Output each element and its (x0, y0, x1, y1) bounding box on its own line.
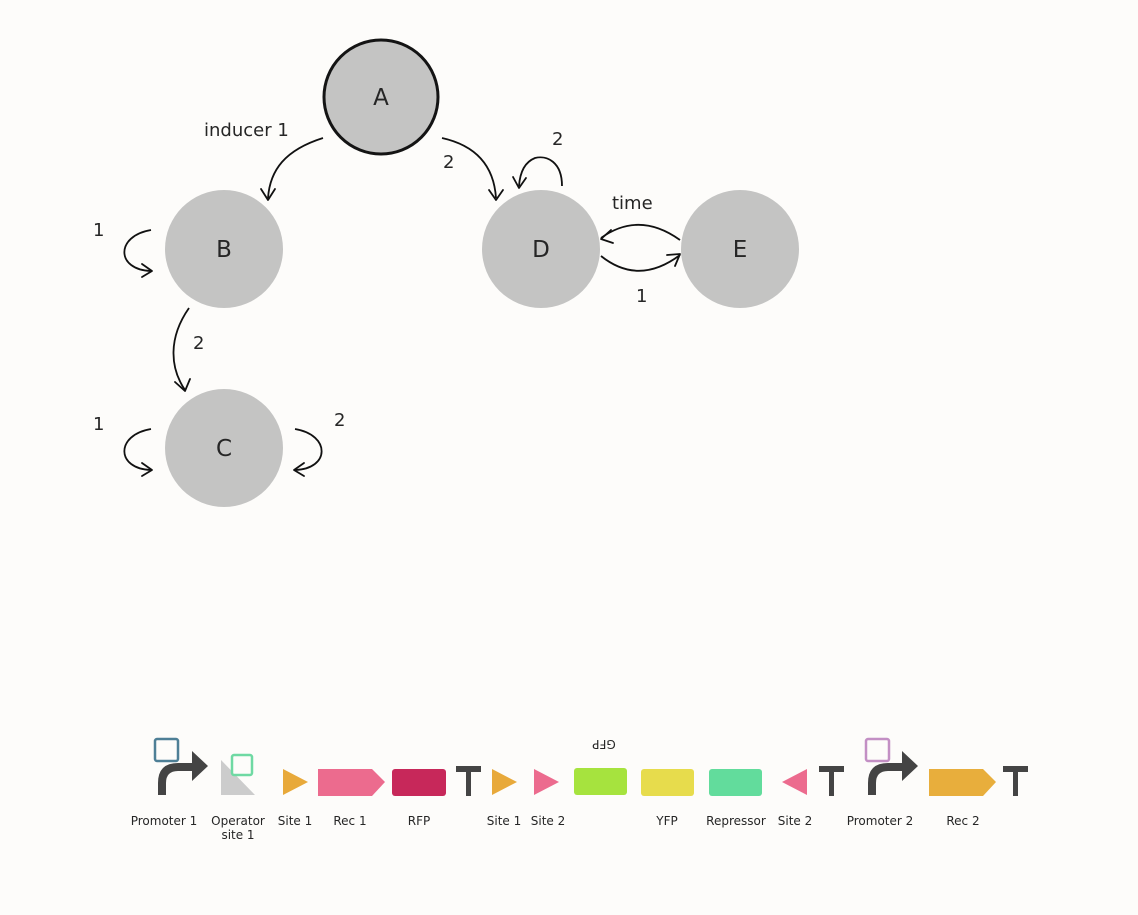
operator-triangle-icon (221, 760, 255, 795)
rec-1: Rec 1 (318, 769, 385, 828)
transition-label-c-self-right: 2 (334, 410, 345, 431)
site-reverse-triangle-icon (782, 769, 807, 795)
transition-label-e-d: time (612, 193, 653, 214)
transition-label-a-d: 2 (443, 152, 454, 173)
part-label-site-2-second: Site 2 (778, 814, 813, 828)
rfp: RFP (392, 769, 446, 828)
terminator-icon (456, 766, 481, 796)
part-label-gfp-flipped: GFP (592, 737, 615, 751)
transition-label-a-b: inducer 1 (204, 120, 289, 141)
transition-d-e: 1 (600, 253, 681, 307)
terminator-3 (1003, 766, 1028, 796)
state-label-a: A (373, 85, 389, 111)
part-label-rfp: RFP (408, 814, 430, 828)
site-1-first: Site 1 (278, 769, 313, 828)
transition-b-c: 2 (172, 307, 204, 392)
part-label-repressor: Repressor (706, 814, 766, 828)
transition-label-d-self: 2 (552, 129, 563, 150)
terminator-icon (819, 766, 844, 796)
site-1-second: Site 1 (487, 769, 522, 828)
site-forward-triangle-icon (492, 769, 517, 795)
gene-box-icon (641, 769, 694, 796)
part-label-site-1-first: Site 1 (278, 814, 313, 828)
transition-label-d-e: 1 (636, 286, 647, 307)
part-label-promoter-1: Promoter 1 (131, 814, 198, 828)
promoter-2: Promoter 2 (847, 737, 918, 828)
promoter-arrow-icon (158, 751, 208, 795)
operator-square-icon (864, 737, 891, 763)
repressor: Repressor (706, 769, 766, 828)
gfp: GFP (574, 737, 627, 795)
gene-box-icon (709, 769, 762, 796)
operator-square-icon (153, 737, 180, 763)
state-e: E (681, 190, 799, 308)
genetic-construct: Promoter 1 Operator site 1 Site 1 Rec 1 … (131, 737, 1028, 842)
part-label-site-1-second: Site 1 (487, 814, 522, 828)
transition-b-self: 1 (93, 220, 153, 278)
part-label-site-2-first: Site 2 (531, 814, 566, 828)
transition-d-self: 2 (512, 129, 563, 189)
state-diagram: inducer 1 2 1 2 1 2 (93, 38, 799, 507)
terminator-2 (819, 766, 844, 796)
terminator-icon (1003, 766, 1028, 796)
transition-label-c-self-left: 1 (93, 414, 104, 435)
operator-square-icon (230, 753, 254, 777)
site-2-second: Site 2 (778, 769, 813, 828)
state-label-b: B (216, 237, 232, 263)
state-a: A (322, 38, 440, 156)
transition-label-b-self: 1 (93, 220, 104, 241)
state-b: B (165, 190, 283, 308)
yfp: YFP (641, 769, 694, 828)
gene-box-icon (392, 769, 446, 796)
cds-arrow-icon (929, 769, 996, 796)
transition-e-d: time (600, 193, 681, 244)
state-label-d: D (532, 237, 550, 263)
transition-c-self-left: 1 (93, 414, 153, 477)
part-label-promoter-2: Promoter 2 (847, 814, 914, 828)
site-2-first: Site 2 (531, 769, 566, 828)
part-label-operator-line-2: site 1 (221, 828, 254, 842)
operator-site-1: Operator site 1 (211, 753, 265, 842)
terminator-1 (456, 766, 481, 796)
state-label-c: C (216, 436, 232, 462)
cds-arrow-icon (318, 769, 385, 796)
gene-box-icon (574, 768, 627, 795)
site-forward-triangle-icon (534, 769, 559, 795)
part-label-yfp: YFP (655, 814, 677, 828)
state-c: C (165, 389, 283, 507)
site-forward-triangle-icon (283, 769, 308, 795)
part-label-rec-2: Rec 2 (946, 814, 979, 828)
part-label-rec-1: Rec 1 (333, 814, 366, 828)
part-label-operator-line-1: Operator (211, 814, 265, 828)
transition-c-self-right: 2 (293, 410, 345, 477)
transition-a-b: inducer 1 (204, 120, 324, 201)
transition-label-b-c: 2 (193, 333, 204, 354)
rec-2: Rec 2 (929, 769, 996, 828)
transition-a-d: 2 (441, 137, 504, 201)
state-d: D (482, 190, 600, 308)
promoter-1: Promoter 1 (131, 737, 208, 828)
promoter-arrow-icon (868, 751, 918, 795)
state-label-e: E (733, 237, 748, 263)
